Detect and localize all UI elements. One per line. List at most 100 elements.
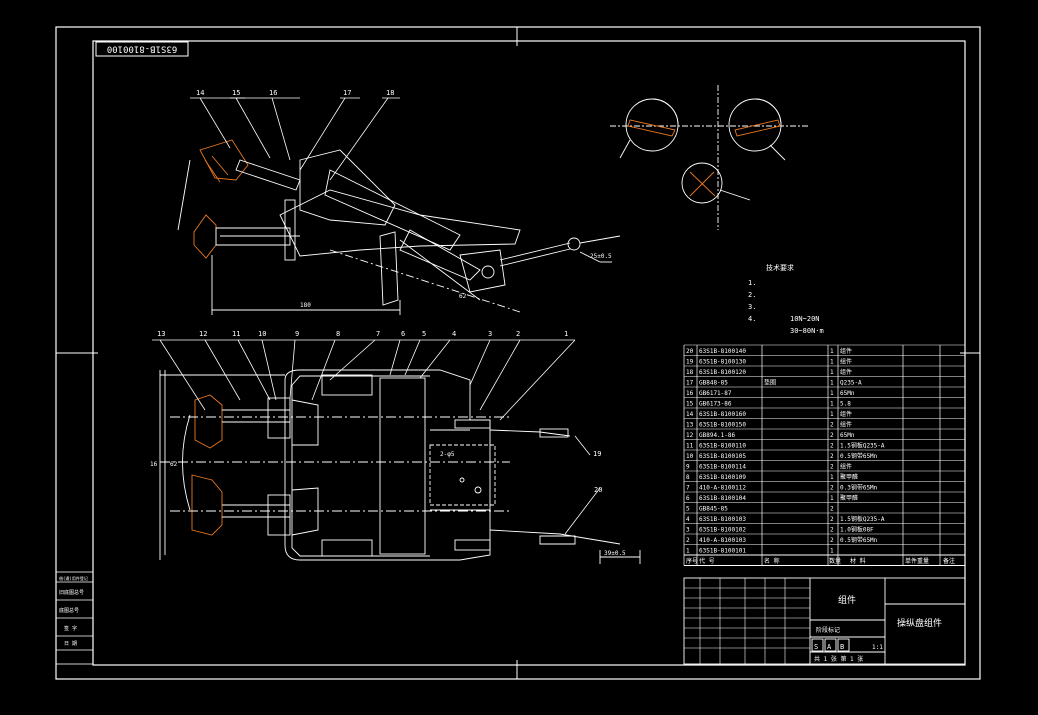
bom-row-no: 13	[686, 422, 694, 429]
bom-row-qty: 2	[830, 453, 834, 460]
note-1: 1.	[748, 279, 756, 287]
bom-row-qty: 1	[830, 474, 834, 481]
drawing-number: 63S1B-8100100	[107, 44, 177, 54]
bom-row-code: 63S1B-8100101	[699, 548, 746, 555]
bom-row-qty: 2	[830, 527, 834, 534]
bom-row-material: 0.3钢带65Mn	[840, 484, 878, 492]
bom-row-qty: 2	[830, 443, 834, 450]
dim-top-travel: 25±0.5	[590, 253, 612, 260]
bom-row-qty: 1	[830, 411, 834, 418]
bom-row-qty: 1	[830, 359, 834, 366]
bom-row-no: 19	[686, 359, 694, 366]
dim-bottom-vertical: 16	[150, 461, 158, 468]
note-4a: 10N~20N	[790, 315, 820, 323]
bom-row-no: 11	[686, 443, 694, 450]
bom-row-material: 组件	[840, 463, 852, 471]
technical-notes: 技术要求 1. 2. 3. 4. 10N~20N 30~80N·m	[748, 263, 824, 335]
bom-row-qty: 1	[830, 390, 834, 397]
callout-20: 20	[594, 486, 602, 494]
bom-row-qty: 2	[830, 485, 834, 492]
bom-row-material: 5.8	[840, 401, 851, 408]
bom-row-no: 6	[686, 495, 690, 502]
bom-row-qty: 2	[830, 464, 834, 471]
dim-top-right: 62	[459, 293, 467, 300]
bom-row-no: 4	[686, 516, 690, 523]
bom-header: 代 号	[699, 557, 715, 565]
stamp-2: 旧底图总号	[59, 589, 84, 596]
bom-row-qty: 1	[830, 401, 834, 408]
bom-row-qty: 1	[830, 369, 834, 376]
bom-row-code: 63S1B-8100102	[699, 527, 746, 534]
bom-row-no: 16	[686, 390, 694, 397]
bom-row-code: 63S1B-8100150	[699, 422, 746, 429]
callout-9: 9	[295, 330, 299, 338]
bom-row-material: 1.0钢板08F	[840, 526, 874, 534]
bom-row-material: 65Mn	[840, 390, 855, 397]
bom-row-material: 组件	[840, 410, 852, 418]
stage-s: S	[814, 643, 818, 651]
callout-18: 18	[386, 89, 394, 97]
notes-title: 技术要求	[766, 263, 794, 272]
drawing-title: 操纵盘组件	[897, 617, 942, 629]
bom-row-material: 1.5钢板Q235-A	[840, 442, 885, 450]
callout-2: 2	[516, 330, 520, 338]
bottom-callout-labels: 13 12 11 10 9 8 7 6 5 4 3 2 1 19 20	[157, 330, 602, 494]
bom-row-no: 9	[686, 464, 690, 471]
bom-row-material: 1.5钢板Q235-A	[840, 515, 885, 523]
dim-bottom-travel: 39±0.5	[604, 550, 626, 557]
bom-header: 序号	[686, 557, 698, 565]
bom-row-code: 63S1B-8100105	[699, 453, 746, 460]
bom-row-no: 8	[686, 474, 690, 481]
bom-row-no: 18	[686, 369, 694, 376]
bom-row-code: GB848-85	[699, 380, 728, 387]
bom-row-material: 65Mn	[840, 432, 855, 439]
top-callout-labels: 14 15 16 17 18	[196, 89, 394, 97]
callout-19: 19	[593, 450, 601, 458]
bom-header: 名 称	[764, 557, 780, 565]
bom-row-code: 63S1B-8100104	[699, 495, 746, 502]
stage-b: B	[840, 643, 844, 651]
bom-header: 材 料	[850, 557, 866, 565]
bom-row-qty: 1	[830, 495, 834, 502]
stamp-3: 底图总号	[59, 607, 79, 614]
stamp-4: 签 字	[64, 625, 77, 632]
rotation-diagrams	[610, 85, 810, 230]
stage-a: A	[827, 643, 832, 651]
note-3: 3.	[748, 303, 756, 311]
bom-row-code: 63S1B-8100120	[699, 369, 746, 376]
callout-11: 11	[232, 330, 240, 338]
bom-row-no: 3	[686, 527, 690, 534]
bom-row-code: 63S1B-8100109	[699, 474, 746, 481]
callout-12: 12	[199, 330, 207, 338]
part-name-label: 组件	[838, 594, 856, 606]
note-4b: 30~80N·m	[790, 327, 824, 335]
bom-row-code: 410-A-8100103	[699, 537, 746, 544]
bom-row-material: 组件	[840, 358, 852, 366]
callout-7: 7	[376, 330, 380, 338]
bom-row-code: GB894.1-86	[699, 432, 736, 439]
dim-angle-note: 2-φ5	[440, 451, 455, 458]
top-view	[177, 139, 621, 315]
title-block-text: 组件 操纵盘组件 阶段标记 S A B 1:1 共 1 张 第 1 张	[814, 594, 942, 663]
bom-row-no: 10	[686, 453, 694, 460]
bom-row-code: 410-A-8100112	[699, 485, 746, 492]
callout-15: 15	[232, 89, 240, 97]
bom-row-material: 0.5钢带65Mn	[840, 452, 878, 460]
bottom-callouts	[152, 339, 601, 535]
callout-4: 4	[452, 330, 456, 338]
callout-13: 13	[157, 330, 165, 338]
bom-row-code: 63S1B-8100114	[699, 464, 746, 471]
bom-row-code: 63S1B-8100103	[699, 516, 746, 523]
bom-row-no: 15	[686, 401, 694, 408]
left-stamp-column	[55, 571, 94, 665]
stage-label: 阶段标记	[816, 626, 840, 634]
bom-row-qty: 2	[830, 432, 834, 439]
callout-1: 1	[564, 330, 568, 338]
bom-header: 数量	[829, 557, 841, 565]
left-stamp-labels: 借(通)用件登记 旧底图总号 底图总号 签 字 日 期	[59, 575, 88, 647]
bottom-view	[159, 369, 641, 564]
bom-row-no: 14	[686, 411, 694, 418]
bom-row-no: 2	[686, 537, 690, 544]
